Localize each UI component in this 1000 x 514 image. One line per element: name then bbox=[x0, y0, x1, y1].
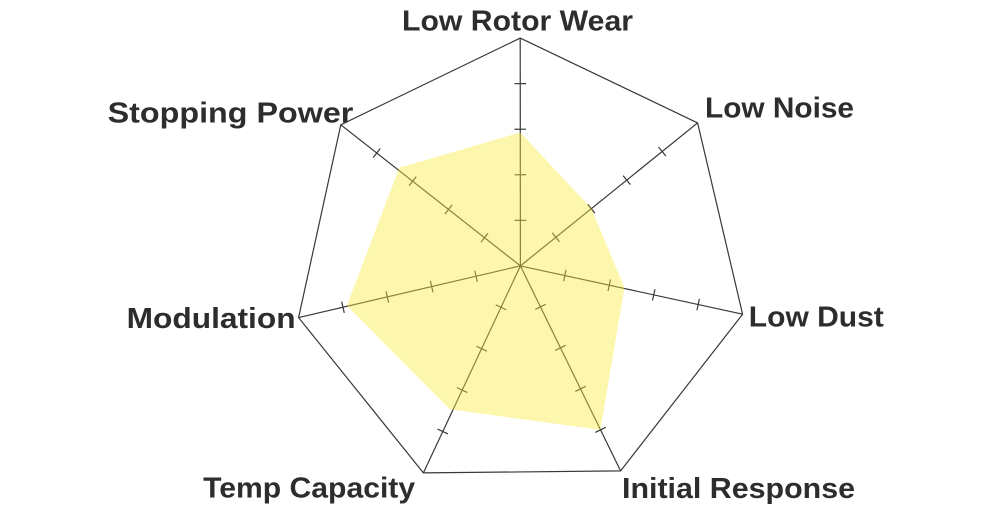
svg-text:Low Rotor Wear: Low Rotor Wear bbox=[402, 5, 633, 37]
svg-text:Initial Response: Initial Response bbox=[622, 473, 855, 505]
svg-text:Temp Capacity: Temp Capacity bbox=[203, 472, 415, 504]
svg-text:Low Noise: Low Noise bbox=[705, 93, 854, 125]
svg-text:Low Dust: Low Dust bbox=[749, 301, 884, 333]
svg-text:Modulation: Modulation bbox=[127, 303, 296, 335]
svg-text:Stopping Power: Stopping Power bbox=[108, 98, 354, 130]
